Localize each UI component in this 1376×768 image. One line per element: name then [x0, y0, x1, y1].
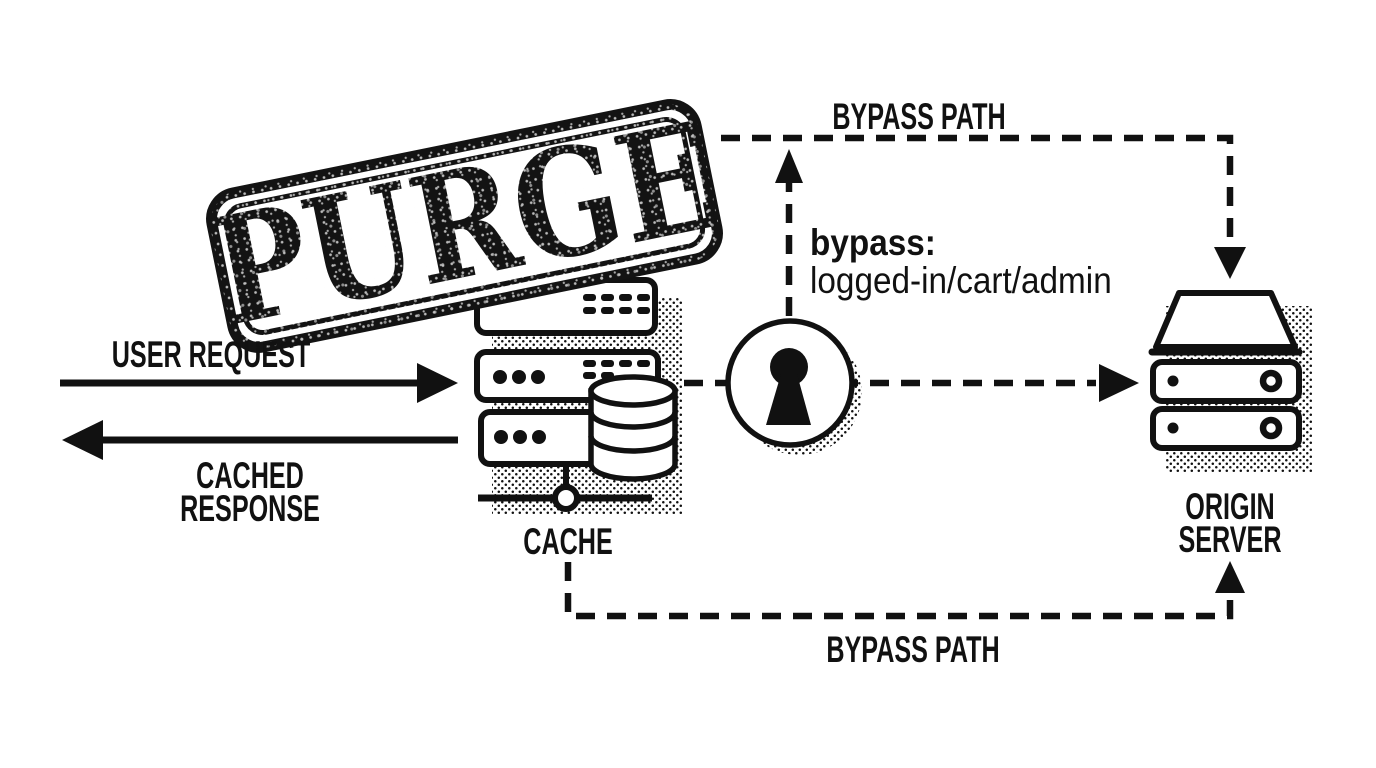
label-origin-server-line1: ORIGIN [1185, 486, 1275, 527]
bypass-top-dashed-arrow [721, 134, 1246, 279]
bypass-annotation: bypass: logged-in/cart/admin [810, 224, 1112, 300]
label-cache: CACHE [523, 521, 613, 562]
label-cached-response-line1: CACHED [196, 455, 304, 496]
database-cylinder-icon [588, 374, 678, 482]
origin-server-icon [1148, 290, 1303, 451]
bypass-bottom-dashed-arrow [564, 561, 1245, 620]
user-request-arrow [60, 363, 458, 403]
label-origin-server: ORIGIN SERVER [1178, 486, 1282, 560]
label-bypass-path-bottom: BYPASS PATH [826, 629, 1000, 670]
label-origin-server-line2: SERVER [1178, 519, 1282, 560]
bypass-up-dashed-arrow [775, 149, 803, 316]
bypass-annotation-detail: logged-in/cart/admin [810, 260, 1112, 301]
label-user-request: USER REQUEST [111, 334, 311, 375]
cached-response-arrow [62, 420, 458, 460]
network-node-icon [478, 464, 652, 512]
bypass-annotation-title: bypass: [810, 222, 936, 263]
label-cached-response-line2: RESPONSE [180, 488, 320, 529]
keyhole-lock-icon [725, 318, 855, 448]
label-bypass-path-top: BYPASS PATH [832, 96, 1006, 137]
label-cached-response: CACHED RESPONSE [180, 455, 320, 529]
